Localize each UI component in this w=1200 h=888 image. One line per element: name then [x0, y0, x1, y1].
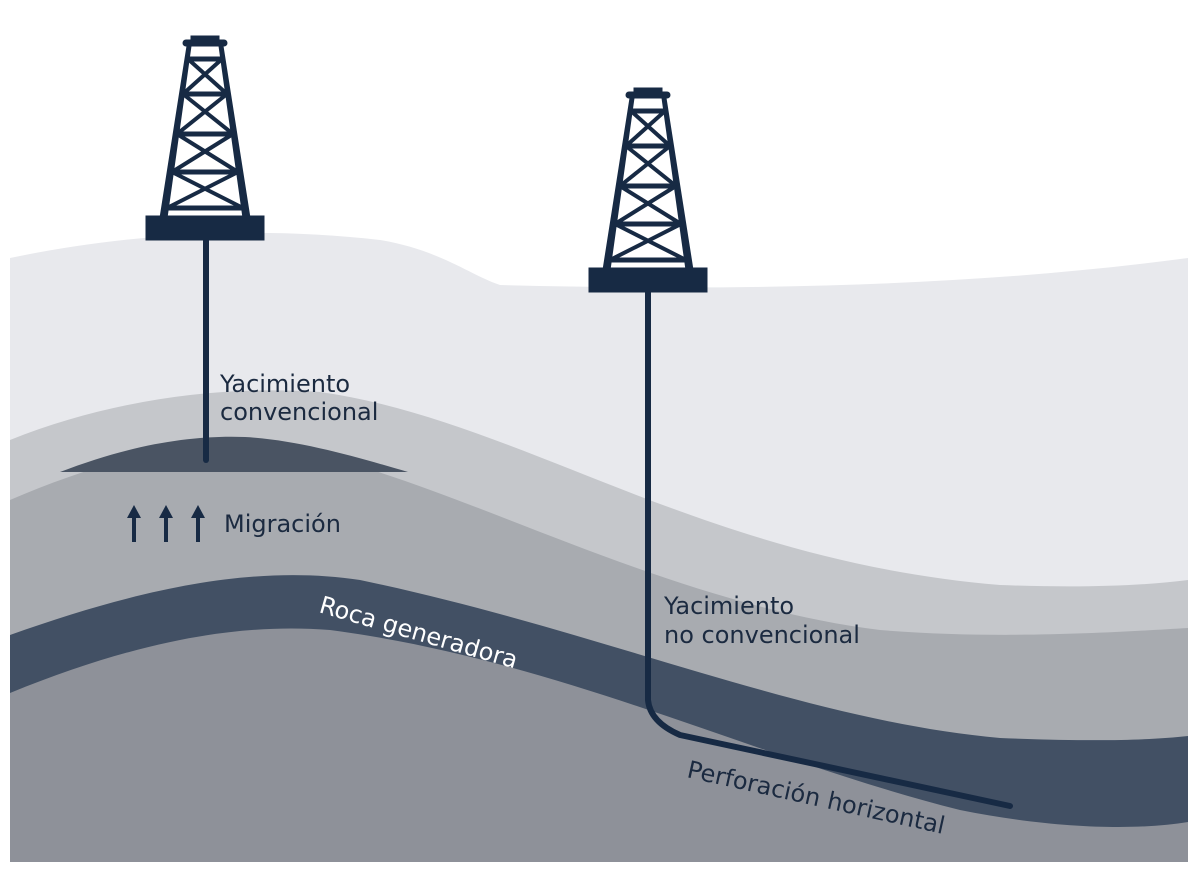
- horizontal-well: [645, 287, 1013, 809]
- unconventional-reservoir-label-line1: Yacimiento: [663, 592, 794, 620]
- up-arrow-icon: [159, 505, 173, 542]
- conventional-reservoir-label-line2: convencional: [220, 398, 378, 426]
- bottom-layer: [10, 628, 1188, 862]
- unconventional-reservoir-label-line2: no convencional: [664, 621, 860, 649]
- conventional-reservoir-pocket: [60, 436, 408, 472]
- drilling-rig-icon: [587, 86, 709, 294]
- up-arrow-icon: [127, 505, 141, 542]
- migration-label: Migración: [224, 510, 341, 538]
- up-arrow-icon: [191, 505, 205, 542]
- drilling-rig-icon: [144, 34, 266, 242]
- conventional-reservoir-label-line1: Yacimiento: [219, 370, 350, 398]
